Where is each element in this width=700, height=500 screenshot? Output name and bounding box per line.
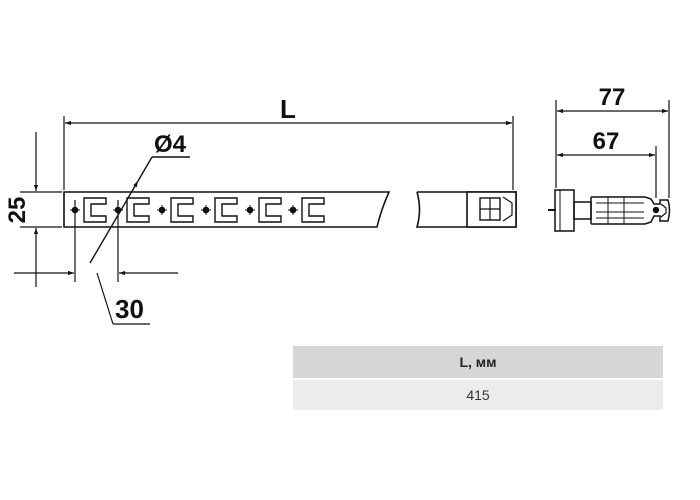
strip-slot bbox=[170, 197, 194, 223]
strip-slot bbox=[258, 197, 282, 223]
strip-hole-mark bbox=[201, 205, 211, 215]
strip-hole-mark bbox=[245, 205, 255, 215]
strip-slots bbox=[70, 197, 325, 223]
strip-slot bbox=[83, 197, 107, 223]
spec-table-row: 415 bbox=[293, 378, 663, 410]
strip-slot bbox=[214, 197, 238, 223]
strip-hole-mark bbox=[157, 205, 167, 215]
spec-table-header-length: L, мм bbox=[293, 346, 663, 379]
strip-slot bbox=[301, 197, 325, 223]
strip-slot bbox=[126, 197, 150, 223]
dimension-length bbox=[63, 116, 514, 190]
dimension-height-label: 25 bbox=[4, 197, 31, 224]
dimension-side-outer-label: 77 bbox=[599, 84, 626, 111]
dimension-side-widths bbox=[555, 100, 670, 198]
spec-table-header-row: L, мм bbox=[293, 346, 663, 379]
strip-front-view bbox=[63, 191, 517, 228]
dimension-hole-diameter bbox=[89, 156, 190, 264]
dimension-side-inner-label: 67 bbox=[593, 128, 620, 155]
dimension-height bbox=[20, 132, 62, 287]
strip-side-view bbox=[548, 189, 671, 232]
spec-table-cell-length: 415 bbox=[293, 378, 663, 410]
dimension-hole-diameter-label: Ø4 bbox=[154, 131, 187, 158]
dimension-pitch bbox=[14, 200, 178, 325]
strip-hole-mark bbox=[288, 205, 298, 215]
spec-table: L, мм 415 bbox=[293, 346, 663, 410]
dimension-length-label: L bbox=[280, 94, 296, 124]
dimension-pitch-label: 30 bbox=[115, 294, 144, 324]
